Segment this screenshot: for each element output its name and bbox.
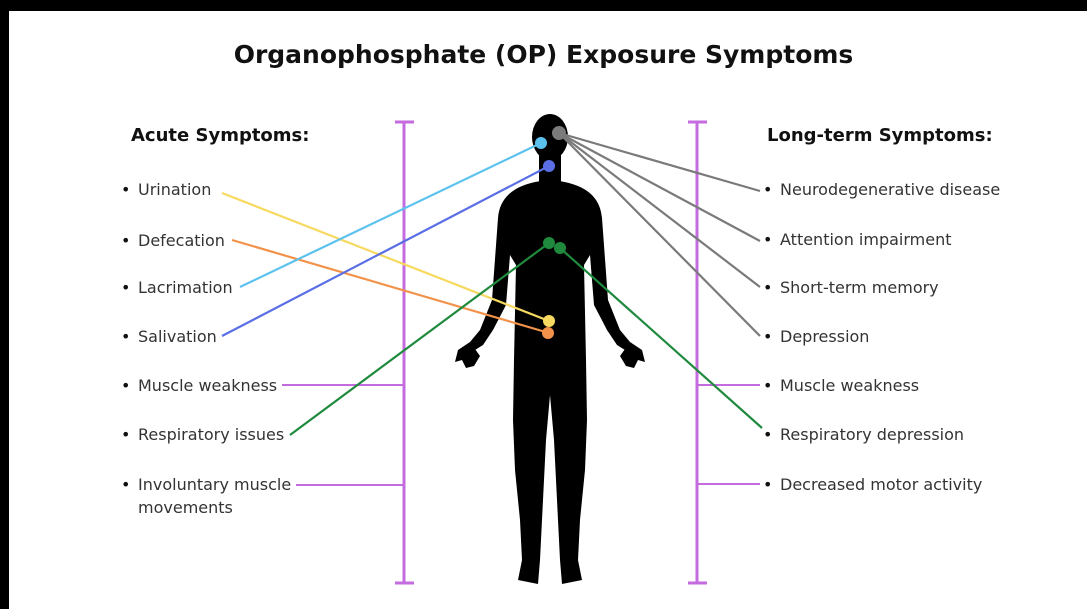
bullet: •	[763, 374, 780, 397]
bullet: •	[121, 423, 138, 446]
bullet: •	[763, 228, 780, 251]
bullet: •	[763, 423, 780, 446]
acute-item-label: Salivation	[138, 327, 217, 346]
longterm-item: •Muscle weakness	[763, 374, 919, 397]
acute-item: •Respiratory issues	[121, 423, 284, 446]
right-bracket-bar	[688, 122, 707, 583]
acute-item: •Defecation	[121, 229, 225, 252]
bullet: •	[121, 374, 138, 397]
longterm-heading: Long-term Symptoms:	[767, 125, 993, 146]
longterm-item-label: Respiratory depression	[780, 425, 964, 444]
bullet: •	[763, 178, 780, 201]
respiratory-dot-left	[543, 237, 555, 249]
longterm-item: •Decreased motor activity	[763, 473, 982, 496]
diagram-canvas	[9, 11, 1087, 609]
longterm-item: •Neurodegenerative disease	[763, 178, 1000, 201]
urination-dot	[543, 315, 555, 327]
longterm-item-label: Attention impairment	[780, 230, 952, 249]
acute-item-label-continued: movements	[121, 496, 291, 519]
left-bracket-bar	[395, 122, 414, 583]
acute-item-label: Defecation	[138, 231, 225, 250]
acute-item-label: Respiratory issues	[138, 425, 284, 444]
lacrimation-dot	[535, 137, 547, 149]
longterm-item: •Short-term memory	[763, 276, 939, 299]
longterm-item: •Respiratory depression	[763, 423, 964, 446]
diagram-title: Organophosphate (OP) Exposure Symptoms	[9, 40, 1087, 69]
longterm-item-label: Muscle weakness	[780, 376, 919, 395]
brain-dot	[552, 126, 566, 140]
bullet: •	[121, 325, 138, 348]
diagram-frame: Organophosphate (OP) Exposure Symptoms A…	[9, 11, 1087, 609]
human-silhouette	[455, 114, 645, 584]
symptom-lines	[222, 133, 762, 435]
longterm-item: •Attention impairment	[763, 228, 952, 251]
longterm-item: •Depression	[763, 325, 869, 348]
acute-item-label: Urination	[138, 180, 211, 199]
bullet: •	[121, 229, 138, 252]
longterm-item-label: Short-term memory	[780, 278, 939, 297]
acute-heading: Acute Symptoms:	[131, 125, 309, 146]
acute-item-label: Lacrimation	[138, 278, 233, 297]
acute-item: •Lacrimation	[121, 276, 233, 299]
bullet: •	[121, 276, 138, 299]
acute-item: •Urination	[121, 178, 211, 201]
longterm-item-label: Depression	[780, 327, 869, 346]
salivation-dot	[543, 160, 555, 172]
longterm-item-label: Neurodegenerative disease	[780, 180, 1000, 199]
acute-item-label: Muscle weakness	[138, 376, 277, 395]
respiratory-depression-line	[560, 248, 762, 428]
respiratory-dot-right	[554, 242, 566, 254]
bullet: •	[121, 473, 138, 496]
acute-item: •Muscle weakness	[121, 374, 277, 397]
bullet: •	[763, 276, 780, 299]
acute-item: •Salivation	[121, 325, 217, 348]
respiratory-issues-line	[290, 243, 549, 435]
bullet: •	[763, 325, 780, 348]
longterm-item-label: Decreased motor activity	[780, 475, 982, 494]
acute-item: •Involuntary muscle movements	[121, 473, 291, 519]
bullet: •	[763, 473, 780, 496]
bullet: •	[121, 178, 138, 201]
defecation-dot	[542, 327, 554, 339]
acute-item-label: Involuntary muscle	[138, 475, 291, 494]
